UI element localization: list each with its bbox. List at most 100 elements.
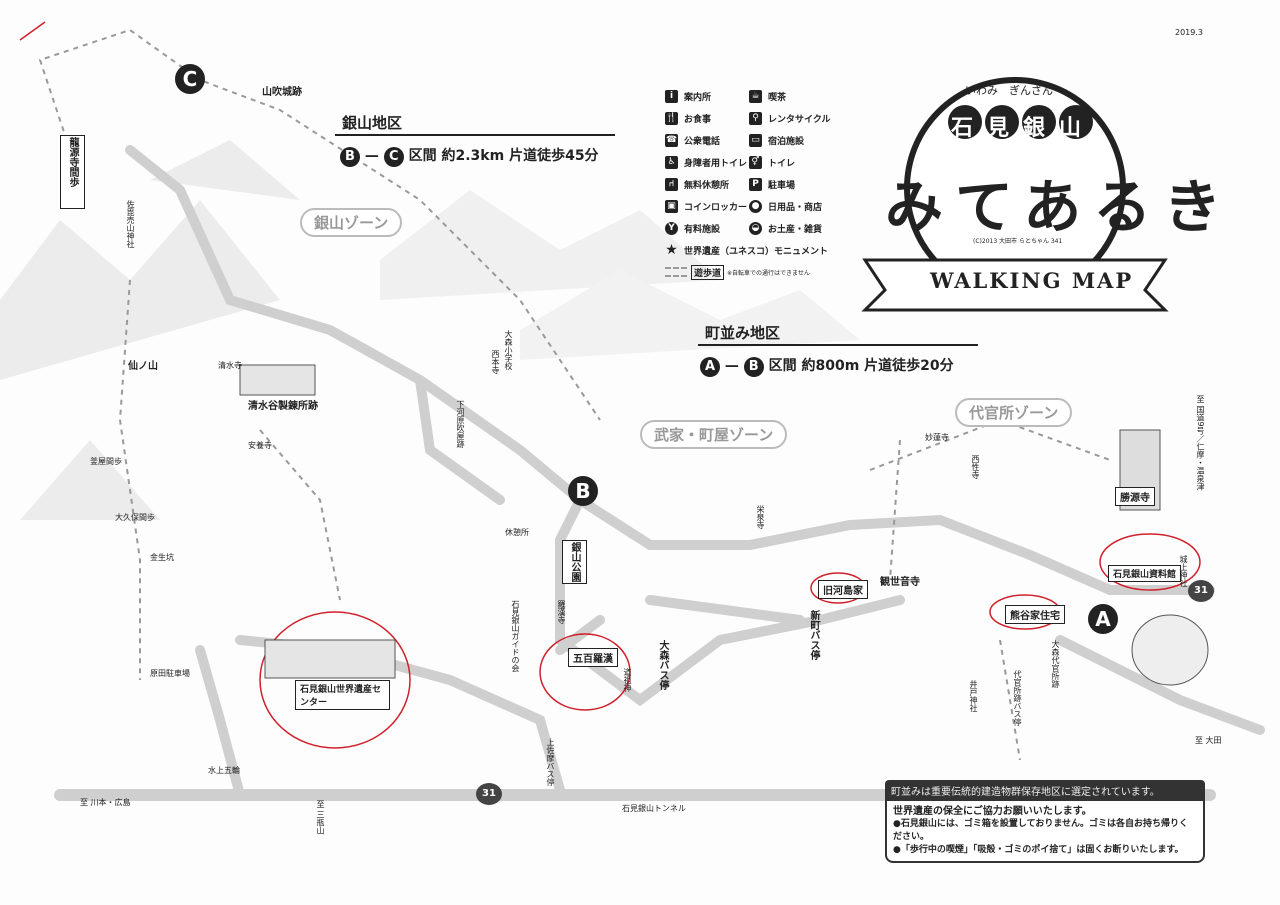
direction-sanbesan: 至 三瓶山: [316, 800, 325, 835]
place-kumagai-residence[interactable]: 熊谷家住宅: [1005, 605, 1065, 624]
legend-label: 公衆電話: [684, 136, 721, 147]
place-dosojin[interactable]: 道祖神: [623, 668, 632, 692]
trails: [38, 28, 1111, 761]
legend-label: 身障者用トイレ: [684, 158, 748, 169]
shop-icon: ●: [749, 199, 762, 213]
place-shogenji[interactable]: 勝源寺: [1115, 487, 1155, 506]
direction-oda: 至 大田: [1195, 736, 1222, 745]
machinami-area-heading: 町並み地区: [705, 324, 781, 342]
cafe-icon: ☕: [749, 89, 762, 103]
place-rest-area[interactable]: 休憩所: [505, 528, 529, 537]
place-guide-association[interactable]: 石見銀山ガイドの会: [511, 600, 520, 672]
divider: [335, 134, 615, 136]
ginzan-route: B — C 区間 約2.3km 片道徒歩45分: [340, 145, 599, 167]
place-rakanji[interactable]: 羅漢寺: [557, 600, 566, 624]
place-world-heritage-center[interactable]: 石見銀山世界遺産センター: [295, 680, 390, 710]
place-former-kawashima-house[interactable]: 旧河島家: [818, 580, 868, 599]
legend-note: ※自転車での通行はできません: [727, 269, 810, 277]
legend-label: トイレ: [768, 158, 796, 169]
shimizudani-smelter-ruins-drawing: [239, 364, 316, 396]
route-text: 区間 約800m 片道徒歩20分: [768, 358, 954, 374]
place-omori-daikansho-ruins[interactable]: 大森代官所跡: [1051, 640, 1060, 688]
place-saishoji[interactable]: 西性寺: [971, 455, 980, 479]
logo-ruby: いわみ ぎんざん: [965, 84, 1053, 97]
logo-frame: [861, 77, 1169, 312]
zone-ginzan: 銀山ゾーン: [300, 208, 403, 237]
place-kinsho-ko[interactable]: 金生坑: [150, 553, 174, 562]
legend-label: 駐車場: [768, 180, 796, 191]
place-shinmachi-bus-stop[interactable]: 新町バス停: [808, 610, 819, 660]
place-kigami-shrine[interactable]: 城上神社: [1179, 555, 1188, 587]
legend-label: 案内所: [684, 92, 712, 103]
place-sahimeyama-shrine[interactable]: 佐毘売山神社: [126, 200, 135, 248]
route-to: B: [743, 357, 764, 377]
logo-title: みてあるき: [885, 173, 1234, 241]
place-omori-elementary[interactable]: 大森小学校: [504, 330, 513, 370]
logo-name: 石見銀山: [951, 116, 1096, 141]
phone-icon: ☎: [665, 133, 678, 147]
notice-banner: 町並みは重要伝統的建造物群保存地区に選定されています。: [885, 780, 1205, 801]
walking-map-logo: いわみ ぎんざん 石見銀山 みてあるき (C)2013 大田市 らとちゃん 34…: [845, 70, 1221, 320]
machinami-route: A — B 区間 約800m 片道徒歩20分: [700, 355, 954, 377]
place-ryugenji-mabu[interactable]: 龍源寺間歩: [60, 135, 85, 209]
marker-a[interactable]: A: [1088, 604, 1118, 634]
direction-kawamoto-hiroshima: 至 川本・広島: [80, 798, 131, 807]
route-31-badge: 31: [1188, 580, 1214, 602]
meal-icon: 🍴: [665, 111, 678, 125]
place-myorenji[interactable]: 妙蓮寺: [925, 433, 949, 442]
legend-label: 日用品・商店: [768, 202, 823, 213]
place-kanzeonji[interactable]: 観世音寺: [880, 577, 920, 588]
place-yamabuki-castle[interactable]: 山吹城跡: [262, 87, 302, 98]
place-omori-bus-stop[interactable]: 大森バス停: [657, 640, 668, 690]
toilet-icon: ⚥: [749, 155, 762, 169]
legend-label: 有料施設: [684, 224, 721, 235]
place-iwami-ginzan-museum[interactable]: 石見銀山資料館: [1108, 565, 1182, 582]
logo-subtitle: WALKING MAP: [930, 268, 1134, 293]
place-saihonji[interactable]: 西本寺: [491, 350, 500, 374]
bicycle-icon: ⚲: [749, 111, 762, 125]
date-label: 2019.3: [1175, 28, 1203, 37]
place-harada-parking[interactable]: 原田駐車場: [150, 669, 190, 678]
marker-c[interactable]: C: [175, 64, 205, 94]
place-daikansho-bus-stop[interactable]: 代官所跡バス停: [1013, 670, 1022, 726]
place-kiyomizudera[interactable]: 清水寺: [218, 361, 242, 370]
place-kamaya-mabu[interactable]: 釜屋間歩: [90, 457, 122, 466]
ginzan-area-heading: 銀山地区: [342, 114, 403, 132]
divider: [698, 344, 978, 346]
legend-label: コインロッカー: [684, 202, 748, 213]
locker-icon: ▣: [665, 199, 678, 213]
place-ginzan-park[interactable]: 銀山公園: [562, 540, 587, 584]
legend-label: お食事: [684, 114, 712, 125]
place-mizukami-gorin[interactable]: 水上五輪: [208, 766, 240, 775]
zone-daikansho: 代官所ゾーン: [955, 398, 1073, 427]
red-annotations: [19, 21, 1201, 749]
unesco-star-icon: ★: [665, 241, 678, 258]
place-gohyaku-rakan[interactable]: 五百羅漢: [568, 648, 618, 667]
place-shimokawara-fukiya[interactable]: 下河原吹屋跡: [456, 400, 465, 448]
route-to: C: [383, 147, 404, 167]
place-shimizudani-smelter[interactable]: 清水谷製錬所跡: [248, 401, 318, 412]
direction-route9: 至 国道9号／仁摩・温泉津: [1196, 395, 1205, 491]
route-from: A: [700, 357, 720, 377]
place-eisenji[interactable]: 栄泉寺: [756, 505, 765, 529]
place-okubo-mabu[interactable]: 大久保間歩: [115, 513, 155, 522]
legend-label: 無料休憩所: [684, 180, 730, 191]
notice-line: ●「歩行中の喫煙」「吸殻・ゴミのポイ捨て」は固くお断りいたします。: [893, 845, 1184, 855]
notice-title: 世界遺産の保全にご協力お願いいたします。: [893, 806, 1092, 817]
place-anyoji[interactable]: 安養寺: [248, 441, 272, 450]
place-ido-shrine[interactable]: 井戸神社: [969, 680, 978, 712]
legend-label: レンタサイクル: [768, 114, 831, 125]
place-ginzan-tunnel[interactable]: 石見銀山トンネル: [622, 804, 686, 813]
trail-icon: [665, 267, 687, 277]
place-sennoyama[interactable]: 仙ノ山: [128, 361, 158, 372]
legend-label: 喫茶: [768, 92, 787, 103]
route-from: B: [340, 147, 360, 167]
route-31-badge: 31: [476, 783, 502, 805]
legend-label: 宿泊施設: [768, 136, 805, 147]
place-kamisama-bus-stop[interactable]: 上佐摩バス停: [546, 738, 555, 786]
marker-b[interactable]: B: [568, 476, 598, 506]
heritage-center-building: [264, 639, 396, 679]
